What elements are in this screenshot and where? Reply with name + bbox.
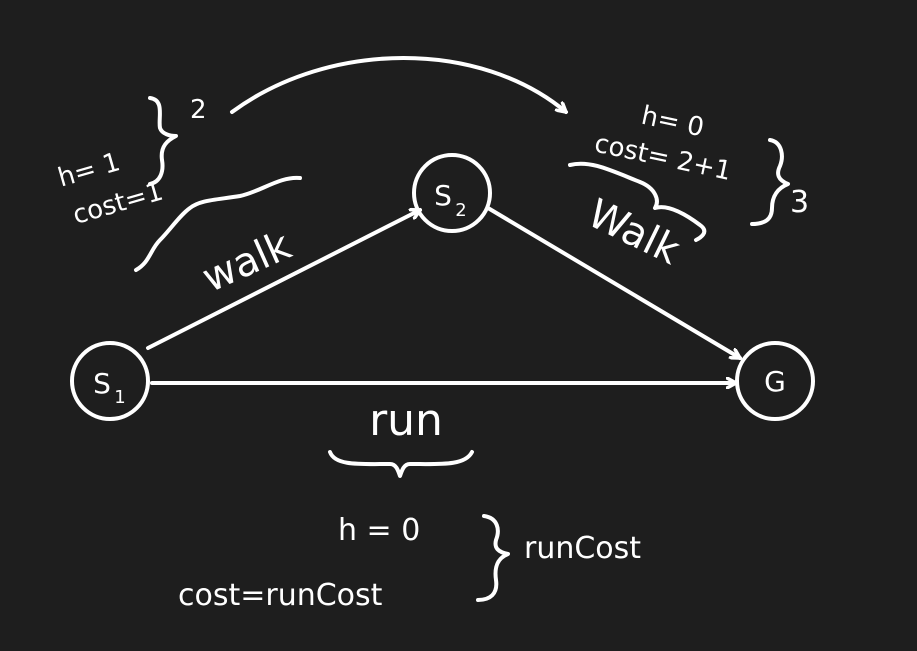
brace-s1 [148, 96, 178, 186]
edge-label-walk-2: Walk [581, 191, 688, 275]
edge-label-walk: walk [196, 222, 299, 302]
brace-s2 [750, 138, 790, 226]
annotation-s2-total: 3 [790, 185, 809, 220]
node-goal-label: G [764, 365, 786, 398]
annotation-s1-h: h= 1 [55, 147, 124, 193]
node-s1-label: S [93, 367, 111, 400]
edge-s2-goal [486, 206, 740, 360]
edge-s1-s2 [146, 210, 420, 350]
node-s2-sub: 2 [455, 200, 466, 221]
annotation-run-cost: cost=runCost [178, 578, 383, 613]
node-s2: S 2 [412, 153, 492, 233]
node-s1-sub: 1 [114, 387, 125, 408]
brace-walk [134, 175, 302, 272]
annotation-run-total: runCost [524, 531, 641, 566]
curved-arrow [230, 56, 566, 112]
annotation-s2-h: h= 0 [639, 101, 707, 143]
node-s1: S 1 [70, 341, 150, 421]
brace-run-annotation [476, 514, 510, 602]
annotation-s2-cost: cost= 2+1 [592, 129, 734, 187]
node-goal: G [735, 341, 815, 421]
annotation-s1-total: 2 [190, 95, 207, 125]
node-s2-label: S [434, 179, 452, 212]
brace-walk-2 [568, 161, 707, 242]
edge-label-run: run [369, 395, 443, 446]
brace-run [328, 450, 474, 478]
annotation-run-h: h = 0 [338, 513, 420, 548]
